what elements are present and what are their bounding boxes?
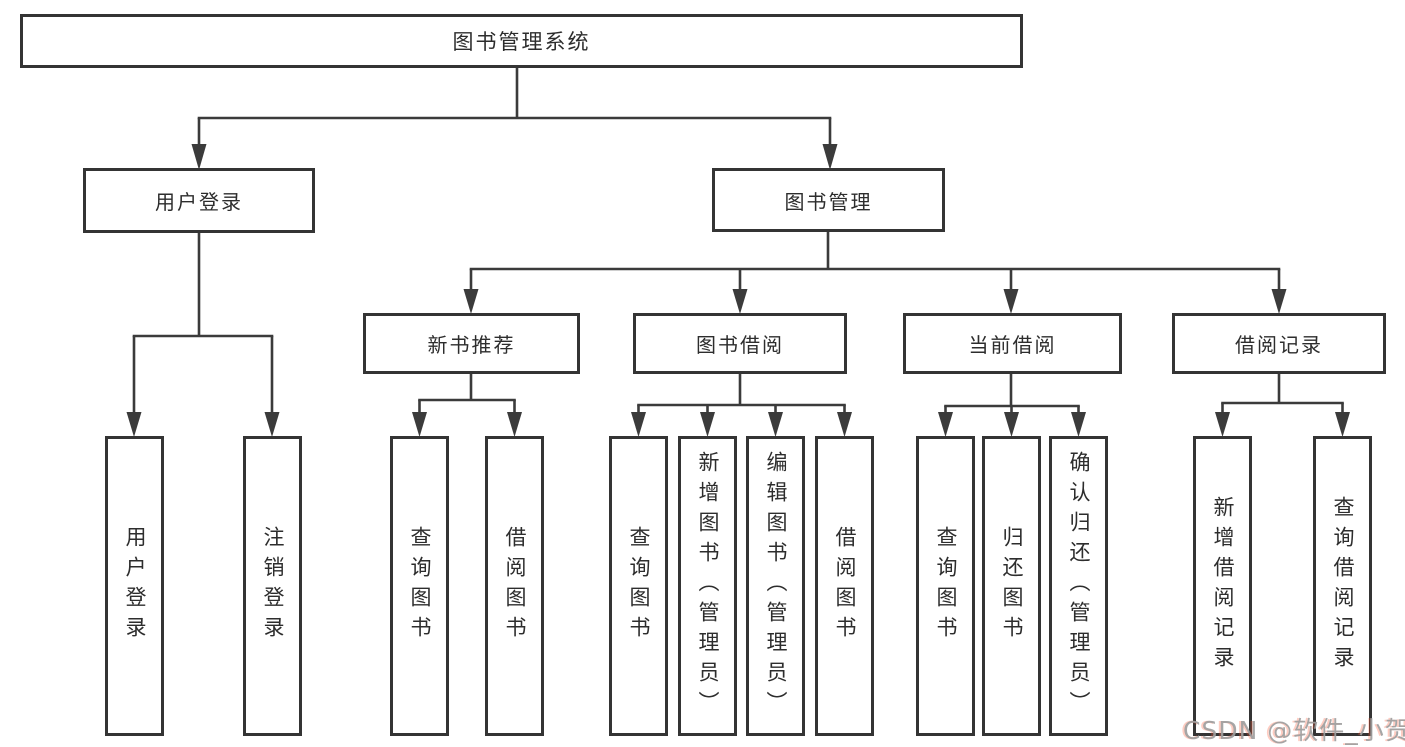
leaf-user-login: 用户登录 <box>105 436 164 736</box>
node-user-login: 用户登录 <box>83 168 315 233</box>
leaf-logout-label: 注销登录 <box>261 526 285 646</box>
leaf-add-books-admin-label: 新增图书（管理员） <box>696 451 720 721</box>
node-root-label: 图书管理系统 <box>452 30 591 54</box>
leaf-user-login-label: 用户登录 <box>123 526 147 646</box>
leaf-borrow-books: 借阅图书 <box>815 436 874 736</box>
leaf-query-borrow-record: 查询借阅记录 <box>1313 436 1372 736</box>
node-current-borrow-label: 当前借阅 <box>968 333 1057 357</box>
leaf-confirm-return-admin-label: 确认归还（管理员） <box>1067 451 1091 721</box>
leaf-edit-books-admin-label: 编辑图书（管理员） <box>764 451 788 721</box>
node-borrow-records: 借阅记录 <box>1172 313 1386 374</box>
leaf-edit-books-admin: 编辑图书（管理员） <box>746 436 805 736</box>
leaf-query-books-recommend-label: 查询图书 <box>408 526 432 646</box>
node-book-management-label: 图书管理 <box>784 189 873 214</box>
leaf-query-books-current-label: 查询图书 <box>934 526 958 646</box>
node-borrow-records-label: 借阅记录 <box>1235 333 1323 357</box>
leaf-confirm-return-admin: 确认归还（管理员） <box>1049 436 1108 736</box>
leaf-borrow-books-recommend: 借阅图书 <box>485 436 544 736</box>
node-new-book-recommend-label: 新书推荐 <box>427 333 516 357</box>
node-new-book-recommend: 新书推荐 <box>363 313 580 374</box>
leaf-query-books-current: 查询图书 <box>916 436 975 736</box>
leaf-add-borrow-record-label: 新增借阅记录 <box>1211 496 1235 676</box>
leaf-logout: 注销登录 <box>243 436 302 736</box>
leaf-borrow-books-recommend-label: 借阅图书 <box>503 526 527 646</box>
leaf-add-borrow-record: 新增借阅记录 <box>1193 436 1252 736</box>
leaf-add-books-admin: 新增图书（管理员） <box>678 436 737 736</box>
leaf-query-books-borrow: 查询图书 <box>609 436 668 736</box>
leaf-query-borrow-record-label: 查询借阅记录 <box>1331 496 1355 676</box>
node-book-borrow: 图书借阅 <box>633 313 847 374</box>
leaf-return-books-label: 归还图书 <box>1000 526 1024 646</box>
node-user-login-label: 用户登录 <box>155 190 243 214</box>
leaf-query-books-recommend: 查询图书 <box>390 436 449 736</box>
leaf-query-books-borrow-label: 查询图书 <box>627 526 651 646</box>
leaf-borrow-books-label: 借阅图书 <box>833 526 857 646</box>
node-current-borrow: 当前借阅 <box>903 313 1122 374</box>
node-book-borrow-label: 图书借阅 <box>696 333 784 357</box>
node-book-management: 图书管理 <box>712 168 945 232</box>
node-root: 图书管理系统 <box>20 14 1023 68</box>
leaf-return-books: 归还图书 <box>982 436 1041 736</box>
